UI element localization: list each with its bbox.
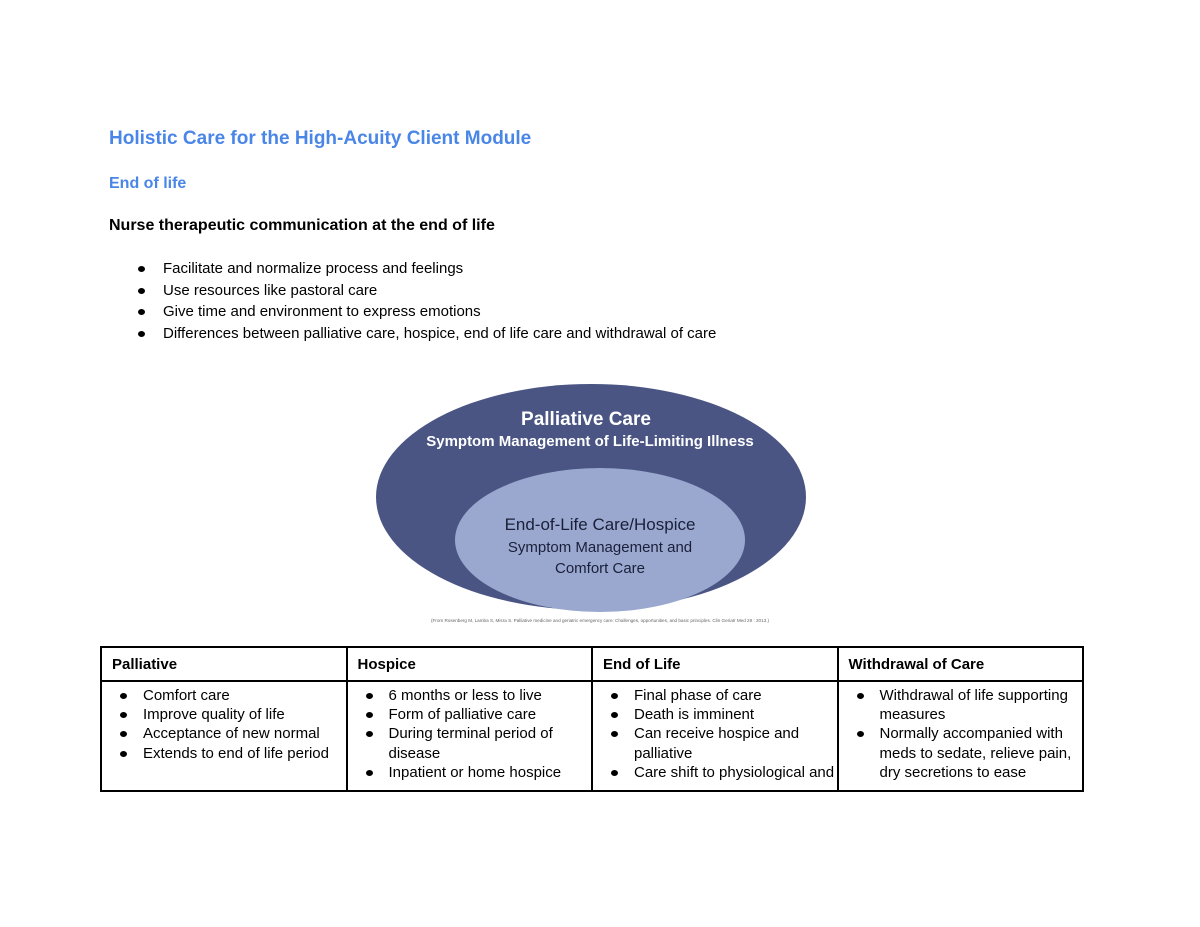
citation: (From Rosenberg M, Lamba S, Misra S. Pal… <box>431 618 770 623</box>
cell-withdrawal: Withdrawal of life supporting measures N… <box>836 679 1084 793</box>
header-withdrawal: Withdrawal of Care <box>836 646 1084 682</box>
list-item: Comfort care <box>118 686 346 705</box>
list-item: Care shift to physiological and <box>609 763 837 782</box>
care-comparison-table: Palliative Hospice End of Life Withdrawa… <box>100 646 1084 793</box>
list-item: Facilitate and normalize process and fee… <box>136 258 716 280</box>
list-item: Final phase of care <box>609 686 837 705</box>
section-title: End of life <box>109 175 187 192</box>
inner-title: End-of-Life Care/Hospice <box>505 515 696 534</box>
outer-subtitle: Symptom Management of Life-Limiting Illn… <box>426 433 754 450</box>
section-heading: Nurse therapeutic communication at the e… <box>109 217 495 234</box>
list-item: Normally accompanied with meds to sedate… <box>855 724 1083 782</box>
list-item: Can receive hospice and palliative <box>609 724 837 762</box>
inner-ellipse <box>455 468 745 612</box>
table-header-row: Palliative Hospice End of Life Withdrawa… <box>100 646 1084 682</box>
list-item: Inpatient or home hospice <box>364 763 592 782</box>
outer-title: Palliative Care <box>521 409 651 430</box>
table-row: Comfort care Improve quality of life Acc… <box>100 679 1084 793</box>
cell-palliative: Comfort care Improve quality of life Acc… <box>100 679 348 793</box>
cell-hospice: 6 months or less to live Form of palliat… <box>345 679 593 793</box>
list-item: During terminal period of disease <box>364 724 592 762</box>
cell-end-of-life: Final phase of care Death is imminent Ca… <box>591 679 839 793</box>
inner-line-2: Comfort Care <box>555 560 645 577</box>
list-item: 6 months or less to live <box>364 686 592 705</box>
list-item: Withdrawal of life supporting measures <box>855 686 1083 724</box>
list-item: Differences between palliative care, hos… <box>136 323 716 345</box>
care-diagram: Palliative Care Symptom Management of Li… <box>376 384 806 623</box>
page-title: Holistic Care for the High-Acuity Client… <box>109 128 532 149</box>
list-item: Use resources like pastoral care <box>136 280 716 302</box>
list-item: Death is imminent <box>609 705 837 724</box>
list-item: Extends to end of life period <box>118 744 346 763</box>
header-palliative: Palliative <box>100 646 348 682</box>
list-item: Form of palliative care <box>364 705 592 724</box>
list-item: Acceptance of new normal <box>118 724 346 743</box>
header-hospice: Hospice <box>345 646 593 682</box>
inner-line-1: Symptom Management and <box>508 539 692 556</box>
list-item: Give time and environment to express emo… <box>136 301 716 323</box>
header-end-of-life: End of Life <box>591 646 839 682</box>
list-item: Improve quality of life <box>118 705 346 724</box>
bullet-list: Facilitate and normalize process and fee… <box>136 258 716 344</box>
